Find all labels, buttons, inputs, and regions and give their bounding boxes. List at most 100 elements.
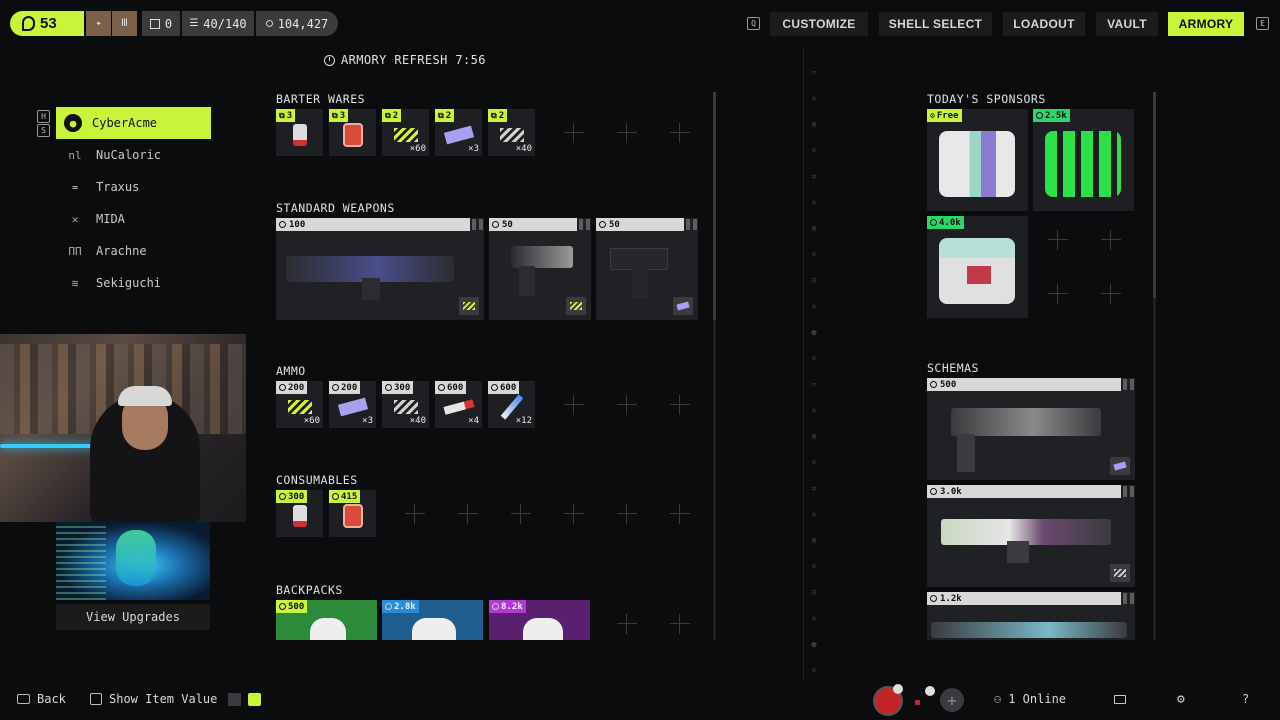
help-icon[interactable]: ? xyxy=(1242,692,1250,706)
sponsor-item-2[interactable]: 2.5k xyxy=(1033,109,1134,211)
barter-token-icon: ⧉ xyxy=(385,110,391,120)
standard-weapons-heading: STANDARD WEAPONS xyxy=(276,201,395,215)
sidebar-item-arachne[interactable]: ΠΠ Arachne xyxy=(56,235,211,267)
ammo-item-4[interactable]: 600 ×4 xyxy=(435,381,482,428)
medkit-icon xyxy=(292,124,307,147)
sidebar-item-nucaloric[interactable]: nl NuCaloric xyxy=(56,139,211,171)
credits-icon xyxy=(385,384,392,391)
weapon-item-sidearm[interactable]: 50 xyxy=(596,218,698,320)
tab-shell-select[interactable]: SHELL SELECT xyxy=(879,12,992,36)
sponsor-item-1[interactable]: ⚙Free xyxy=(927,109,1028,211)
capacity-count: 40/140 xyxy=(203,16,247,31)
backpack-item-2[interactable]: 2.8k xyxy=(382,600,483,640)
sidebar-item-label: MIDA xyxy=(96,212,125,226)
barter-item-4[interactable]: ⧉2 ×3 xyxy=(435,109,482,156)
credits-icon xyxy=(930,381,937,388)
barter-item-3[interactable]: ⧉2 ×60 xyxy=(382,109,429,156)
empty-slot-plus-icon xyxy=(1048,230,1068,250)
assault-rifle-icon xyxy=(286,256,454,282)
refresh-label: ARMORY REFRESH 7:56 xyxy=(341,53,486,67)
sponsor-kit-white-icon xyxy=(939,131,1015,197)
consumable-item-1[interactable]: 300 xyxy=(276,490,323,537)
sidebar-item-traxus[interactable]: ≖ Traxus xyxy=(56,171,211,203)
smg-schema-icon xyxy=(951,408,1101,436)
credits-icon xyxy=(385,603,392,610)
grid-corner-icon xyxy=(579,219,590,230)
traxus-logo-icon: ≖ xyxy=(71,180,79,194)
ammo-item-1[interactable]: 200 ×60 xyxy=(276,381,323,428)
toggle-off-icon xyxy=(228,692,242,706)
slots-chip[interactable]: 0 xyxy=(142,11,180,36)
player-level-badge[interactable]: 53 xyxy=(10,11,84,36)
grid-corner-icon xyxy=(1123,593,1134,604)
schema-item-1[interactable]: 500 xyxy=(927,378,1135,480)
credits-chip[interactable]: 104,427 xyxy=(256,11,338,36)
light-ammo-icon xyxy=(566,297,586,315)
ammo-item-3[interactable]: 300 ×40 xyxy=(382,381,429,428)
ammo-item-5[interactable]: 600 ×12 xyxy=(488,381,535,428)
stim-pack-icon xyxy=(342,504,363,529)
invite-plus-button[interactable]: + xyxy=(940,688,964,712)
online-count[interactable]: ⚇ 1 Online xyxy=(994,692,1066,706)
sidearm-icon xyxy=(610,248,668,270)
show-item-value-toggle[interactable]: Show Item Value xyxy=(90,692,262,706)
nav-prev-key: Q xyxy=(747,17,760,30)
player-level: 53 xyxy=(40,15,57,32)
empty-slot-plus-icon xyxy=(670,395,690,415)
tab-loadout[interactable]: LOADOUT xyxy=(1003,12,1085,36)
grid-corner-icon xyxy=(1123,379,1134,390)
consumable-item-2[interactable]: 415 xyxy=(329,490,376,537)
heavy-ammo-icon xyxy=(499,128,524,143)
tab-armory[interactable]: ARMORY xyxy=(1168,12,1244,36)
stim-pack-icon xyxy=(342,123,363,148)
tab-customize[interactable]: CUSTOMIZE xyxy=(770,12,868,36)
weapon-item-pistol[interactable]: 50 xyxy=(489,218,591,320)
backpack-icon xyxy=(412,618,456,640)
schema-item-3[interactable]: 1.2k xyxy=(927,592,1135,640)
backpack-item-1[interactable]: 500 xyxy=(276,600,377,640)
empty-slot-plus-icon xyxy=(1101,284,1121,304)
barter-item-5[interactable]: ⧉2 ×40 xyxy=(488,109,535,156)
sponsor-item-3[interactable]: 4.0k xyxy=(927,216,1028,318)
left-panel-scroll-thumb[interactable] xyxy=(713,92,716,320)
credits-icon xyxy=(930,595,937,602)
crate-icon xyxy=(149,18,160,29)
sidebar-item-sekiguchi[interactable]: ≋ Sekiguchi xyxy=(56,267,211,299)
light-ammo-icon xyxy=(459,297,479,315)
sidebar-item-label: Sekiguchi xyxy=(96,276,162,290)
ammo-item-2[interactable]: 200 ×3 xyxy=(329,381,376,428)
barter-token-icon: ⧉ xyxy=(491,110,497,120)
barter-item-1[interactable]: ⧉3 xyxy=(276,109,323,156)
sidebar-item-mida[interactable]: ✕ MIDA xyxy=(56,203,211,235)
clock-icon xyxy=(324,54,335,66)
settings-gear-icon[interactable]: ⚙ xyxy=(1177,692,1185,707)
weapon-item-rifle[interactable]: 100 xyxy=(276,218,484,320)
heavy-ammo-icon xyxy=(1110,564,1130,582)
mic-icon xyxy=(893,684,903,694)
backpack-item-3[interactable]: 8.2k xyxy=(489,600,590,640)
slots-count: 0 xyxy=(164,16,173,31)
left-panel-scrollbar[interactable] xyxy=(713,92,716,640)
right-panel-scroll-thumb[interactable] xyxy=(1153,92,1156,298)
credits-icon xyxy=(492,603,499,610)
loadout-chip-2[interactable]: Ⅲ xyxy=(112,11,137,36)
back-button[interactable]: Back xyxy=(17,692,66,706)
view-upgrades-button[interactable]: View Upgrades xyxy=(56,604,210,630)
schema-item-2[interactable]: 3.0k xyxy=(927,485,1135,587)
upgrades-preview-image xyxy=(56,522,210,600)
rank-icon xyxy=(22,16,35,31)
energy-cell-icon xyxy=(337,397,368,417)
sidebar-item-cyberacme[interactable]: ● CyberAcme xyxy=(56,107,211,139)
mail-icon[interactable] xyxy=(1114,695,1126,704)
barter-item-2[interactable]: ⧉3 xyxy=(329,109,376,156)
backpack-icon xyxy=(523,618,563,640)
energy-cell-icon xyxy=(673,297,693,315)
capacity-chip[interactable]: ☰ 40/140 xyxy=(182,11,254,36)
bars-icon: Ⅲ xyxy=(121,18,128,29)
tab-vault[interactable]: VAULT xyxy=(1096,12,1158,36)
armory-refresh-timer: ARMORY REFRESH 7:56 xyxy=(324,53,486,67)
loadout-chip-1[interactable]: ✦ xyxy=(86,11,111,36)
medkit-icon xyxy=(292,505,307,528)
credits-icon xyxy=(332,493,339,500)
right-panel-scrollbar[interactable] xyxy=(1153,92,1156,640)
